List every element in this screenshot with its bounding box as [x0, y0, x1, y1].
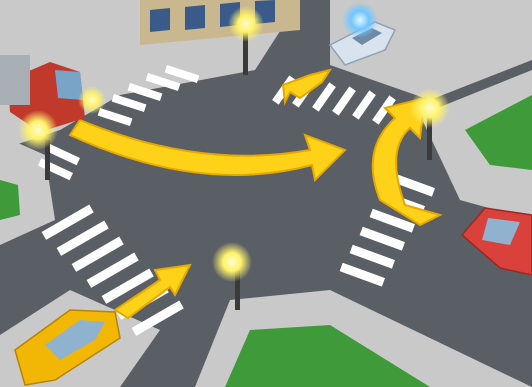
grass-left [0, 180, 20, 220]
traffic-light-icon [342, 2, 378, 38]
traffic-light-icon [78, 86, 106, 114]
